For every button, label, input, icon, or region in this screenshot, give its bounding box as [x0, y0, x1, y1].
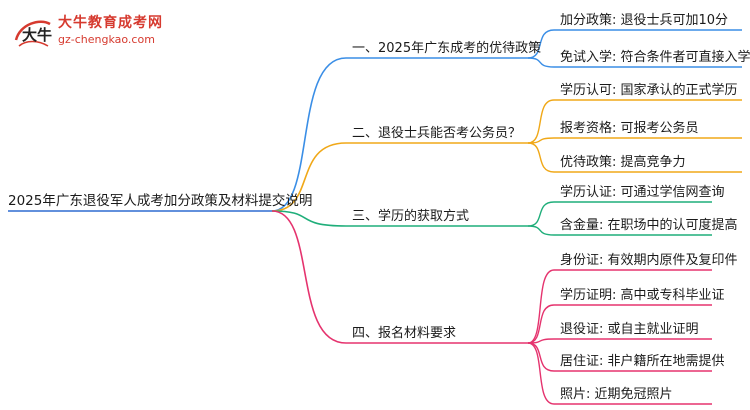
root-node-label: 2025年广东退役军人成考加分政策及材料提交说明: [8, 193, 313, 209]
leaf-label: 免试入学: 符合条件者可直接入学: [560, 50, 750, 65]
branch-connector: [271, 57, 347, 212]
leaf-connector: [527, 225, 555, 236]
leaf-label: 照片: 近期免冠照片: [560, 387, 673, 402]
leaf-label: 学历认可: 国家承认的正式学历: [560, 83, 738, 98]
leaf-connector: [527, 201, 555, 227]
branch-label: 二、退役士兵能否考公务员？: [352, 126, 522, 141]
leaf-connector: [527, 57, 555, 68]
leaf-label: 含金量: 在职场中的认可度提高: [560, 218, 738, 233]
logo-title: 大牛教育成考网: [58, 15, 163, 31]
logo: 大牛 大牛教育成考网 gz-chengkao.com: [8, 10, 178, 54]
branch-label: 四、报名材料要求: [352, 326, 457, 341]
logo-mark-icon: 大牛: [14, 20, 52, 47]
logo-url: gz-chengkao.com: [58, 33, 155, 46]
leaf-connector: [527, 269, 555, 344]
leaf-connector: [527, 137, 555, 144]
branch-connector: [271, 210, 347, 227]
leaf-label: 学历认证: 可通过学信网查询: [560, 185, 725, 200]
leaf-connector: [527, 342, 555, 405]
leaf-connector: [527, 342, 555, 372]
leaf-connector: [527, 29, 555, 59]
leaf-connector: [527, 99, 555, 144]
leaf-label: 学历证明: 高中或专科毕业证: [560, 288, 725, 303]
leaf-connector: [527, 142, 555, 173]
logo-mark-text: 大牛: [22, 26, 52, 44]
branch-connector: [271, 210, 347, 344]
leaf-label: 优待政策: 提高竞争力: [560, 155, 686, 170]
leaf-connector: [527, 304, 555, 344]
leaf-label: 居住证: 非户籍所在地需提供: [560, 354, 725, 369]
leaf-label: 身份证: 有效期内原件及复印件: [560, 253, 738, 268]
branch-connector: [271, 142, 347, 212]
leaf-label: 加分政策: 退役士兵可加10分: [560, 13, 729, 28]
leaf-label: 报考资格: 可报考公务员: [560, 121, 699, 136]
branch-label: 三、学历的获取方式: [352, 209, 470, 224]
leaf-label: 退役证: 或自主就业证明: [560, 322, 699, 337]
branch-label: 一、2025年广东成考的优待政策: [352, 41, 542, 56]
